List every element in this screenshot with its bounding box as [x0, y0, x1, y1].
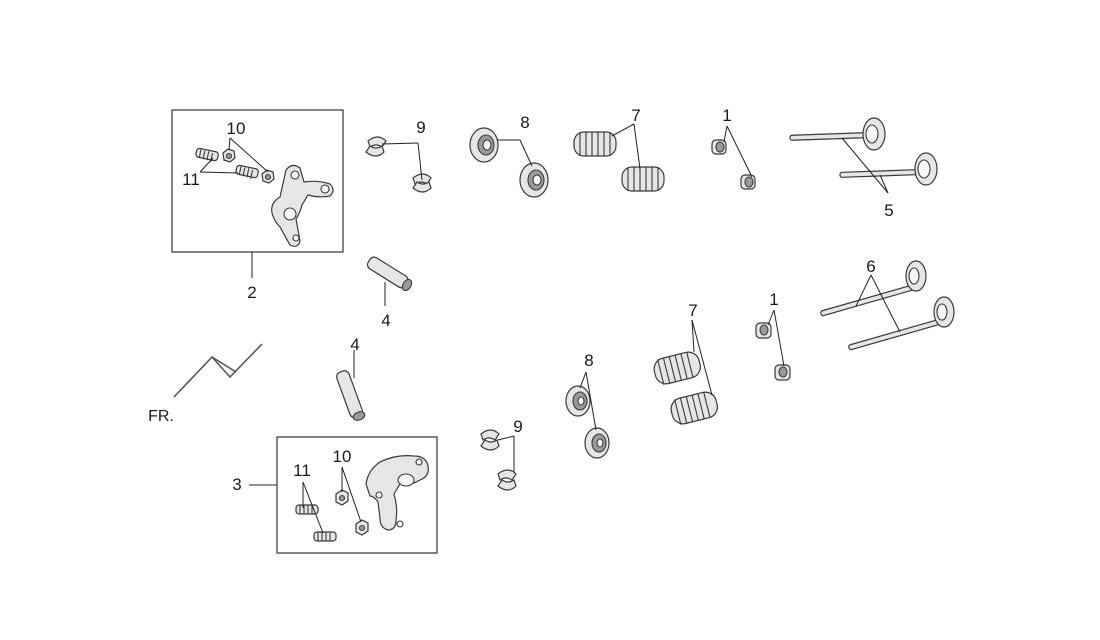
- callout-1-bottom: 1: [769, 290, 778, 309]
- front-label: FR.: [148, 408, 174, 425]
- rocker-shaft-upper: 4: [366, 256, 413, 330]
- valve-5b: [839, 152, 938, 186]
- lock-nut-bottom-b: [355, 519, 369, 536]
- front-direction-arrow: FR.: [148, 343, 263, 425]
- callout-9-top: 9: [416, 118, 425, 137]
- callout-8-top: 8: [520, 113, 529, 132]
- valve-cotters-bottom: 9: [480, 417, 523, 491]
- assembly-box-2: [171, 109, 344, 253]
- callout-10-bottom: 10: [333, 447, 352, 466]
- valve-springs-top: 7: [573, 106, 665, 192]
- adjuster-screw-top-b: [235, 164, 259, 180]
- lock-nut-top-b: [261, 169, 275, 184]
- valve-6b: [848, 296, 955, 351]
- lock-nut-top-a: [222, 148, 236, 163]
- spring-retainers-bottom: 8: [565, 351, 610, 459]
- spring-retainers-top: 8: [469, 113, 549, 198]
- valve-cotters-top: 9: [365, 118, 432, 193]
- valves-5: 5: [789, 117, 938, 220]
- valves-6: 6: [820, 257, 955, 351]
- adjuster-screw-top-a: [195, 147, 219, 163]
- callout-4-upper: 4: [381, 311, 390, 330]
- callout-11-top: 11: [182, 170, 200, 189]
- callout-7-bottom: 7: [688, 301, 697, 320]
- callout-3: 3: [232, 475, 241, 494]
- valve-springs-bottom: 7: [653, 301, 718, 425]
- rocker-arm-assembly-top: 10 11 2: [171, 109, 344, 302]
- callout-8-bottom: 8: [584, 351, 593, 370]
- callout-11-bottom: 11: [293, 461, 311, 480]
- lock-nut-bottom-a: [335, 489, 349, 506]
- callout-7-top: 7: [631, 106, 640, 125]
- assembly-box-3: [276, 436, 438, 554]
- callout-4-lower: 4: [350, 335, 359, 354]
- callout-2: 2: [247, 283, 256, 302]
- callout-9-bottom: 9: [513, 417, 522, 436]
- callout-10-top: 10: [227, 119, 246, 138]
- callout-1-top: 1: [722, 106, 731, 125]
- rocker-arm-bottom: [365, 455, 429, 531]
- valve-6a: [820, 260, 927, 317]
- valve-stem-seals-bottom: 1: [755, 290, 791, 381]
- adjuster-screw-bottom-b: [313, 531, 337, 542]
- rocker-shaft-lower: 4: [336, 335, 366, 421]
- valve-5a: [789, 117, 886, 151]
- callout-6: 6: [866, 257, 875, 276]
- rocker-arm-top: [271, 164, 334, 247]
- rocker-arm-assembly-bottom: 3 11 10: [232, 436, 438, 554]
- valve-stem-seals-top: 1: [711, 106, 756, 190]
- callout-5: 5: [884, 201, 893, 220]
